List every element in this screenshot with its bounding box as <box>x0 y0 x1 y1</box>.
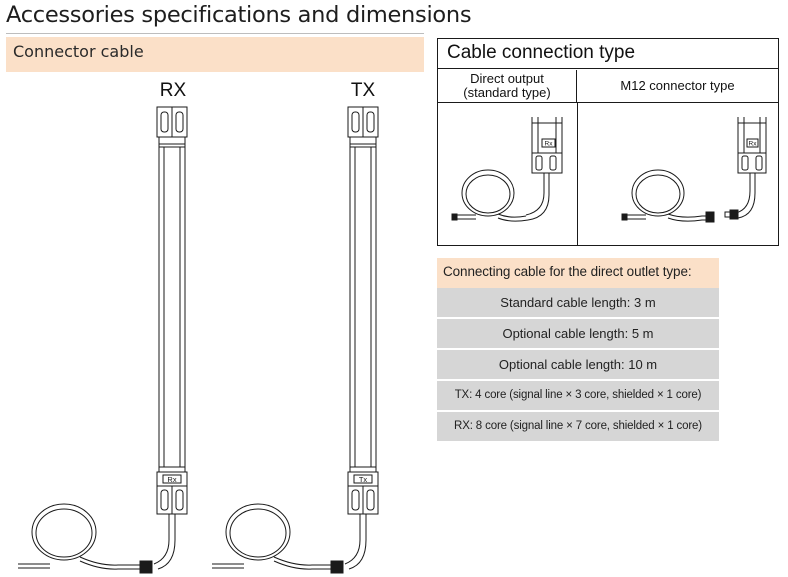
connector-cable-header: Connector cable <box>6 37 424 72</box>
m12-connector-label: M12 connector type <box>620 78 735 93</box>
connector-cable-drawing: Rx Tx <box>18 106 379 574</box>
direct-output-rx-mark: Rx <box>545 141 554 148</box>
cable-connection-type-table: Cable connection type Direct output (sta… <box>437 38 779 246</box>
direct-output-label: Direct output <box>470 71 544 86</box>
tx-cable-coil <box>212 503 344 574</box>
spec-row-rx-core: RX: 8 core (signal line × 7 core, shield… <box>437 412 719 441</box>
spec-row-optional-5m: Optional cable length: 5 m <box>437 319 719 348</box>
spec-row-tx-core: TX: 4 core (signal line × 3 core, shield… <box>437 381 719 410</box>
direct-output-column-header: Direct output (standard type) <box>438 70 577 103</box>
column-divider <box>577 103 578 246</box>
m12-connector-column-header: M12 connector type <box>577 70 778 103</box>
spec-row-optional-10m: Optional cable length: 10 m <box>437 350 719 379</box>
spec-row-standard-length: Standard cable length: 3 m <box>437 288 719 317</box>
tx-body-mark: Tx <box>359 475 368 484</box>
rx-light-curtain-bar <box>153 106 188 570</box>
direct-output-illustration: Rx <box>451 117 563 222</box>
rx-body-mark: Rx <box>167 475 176 484</box>
rx-label: RX <box>159 80 187 101</box>
tx-light-curtain-bar <box>344 106 379 570</box>
title-divider <box>6 33 424 34</box>
direct-outlet-cable-header: Connecting cable for the direct outlet t… <box>437 258 719 288</box>
tx-label: TX <box>350 80 376 101</box>
standard-type-label: (standard type) <box>463 85 551 100</box>
page-title: Accessories specifications and dimension… <box>6 2 472 28</box>
rx-cable-coil <box>18 503 153 574</box>
m12-connector-illustration: Rx <box>621 117 767 223</box>
cable-connection-type-title: Cable connection type <box>438 39 778 69</box>
m12-rx-mark: Rx <box>749 141 758 148</box>
